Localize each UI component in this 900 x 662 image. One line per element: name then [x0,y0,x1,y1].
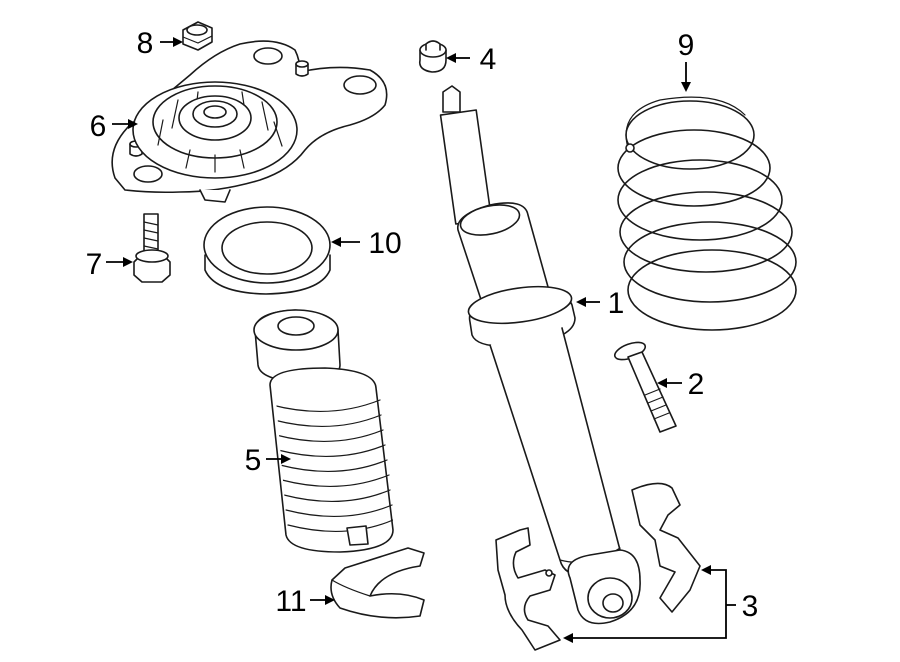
callout-10: 10 [331,227,402,260]
callout-3-number: 3 [742,590,759,623]
callout-6-number: 6 [90,110,107,143]
callout-5: 5 [245,444,291,477]
callout-8: 8 [137,27,183,60]
callout-11: 11 [275,585,335,618]
callout-8-number: 8 [137,27,154,60]
part-4-cap [418,40,447,73]
callout-11-number: 11 [275,585,306,618]
part-2-bolt [613,341,677,433]
callout-5-number: 5 [245,444,262,477]
callout-10-number: 10 [368,227,401,260]
callout-2-number: 2 [688,368,705,401]
part-1-shock-absorber [439,85,641,625]
callout-6: 6 [90,110,138,143]
callout-3: 3 [563,565,758,643]
part-6-strut-mount [111,40,388,203]
callout-4: 4 [446,43,496,76]
callout-7-number: 7 [86,248,103,281]
part-11-clip [330,547,425,619]
part-5-dust-boot [253,309,394,553]
part-7-bolt [133,213,171,283]
callout-1-number: 1 [608,287,625,320]
callout-4-number: 4 [480,43,497,76]
callout-1: 1 [576,287,624,320]
part-8-nut [182,21,213,51]
part-9-coil-spring [617,96,797,331]
callout-9: 9 [678,29,695,92]
callout-2: 2 [657,368,704,401]
callout-9-number: 9 [678,29,695,62]
part-3-bracket [495,482,701,651]
part-10-ring [203,206,331,295]
callout-7: 7 [86,248,133,281]
